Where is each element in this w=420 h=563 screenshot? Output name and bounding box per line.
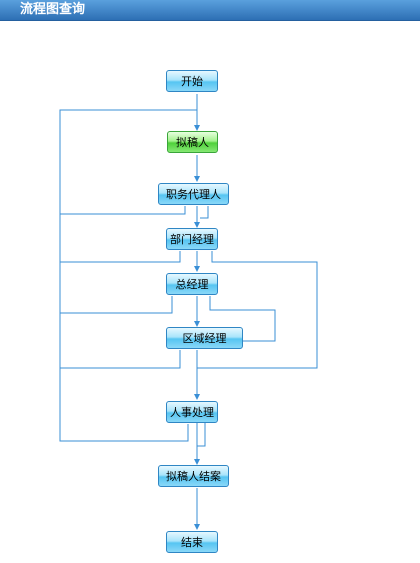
node-dept-manager[interactable]: 部门经理 bbox=[166, 228, 218, 250]
node-end-label: 结束 bbox=[181, 536, 203, 549]
edge-gm-left bbox=[60, 296, 173, 314]
node-start-label: 开始 bbox=[181, 75, 203, 88]
node-drafter-close-label: 拟稿人结案 bbox=[166, 470, 221, 483]
node-general-manager[interactable]: 总经理 bbox=[166, 273, 218, 295]
edge-region-left bbox=[60, 350, 181, 369]
node-general-manager-label: 总经理 bbox=[175, 278, 209, 291]
edge-dept-left bbox=[60, 251, 181, 263]
node-drafter-label: 拟稿人 bbox=[176, 136, 209, 149]
title-bar: 流程图查询 bbox=[0, 0, 420, 21]
node-dept-manager-label: 部门经理 bbox=[170, 233, 214, 246]
node-drafter-close[interactable]: 拟稿人结案 bbox=[158, 465, 229, 487]
page-title: 流程图查询 bbox=[20, 2, 86, 17]
node-drafter[interactable]: 拟稿人 bbox=[167, 131, 218, 153]
node-duty-agent-label: 职务代理人 bbox=[166, 188, 221, 201]
node-end[interactable]: 结束 bbox=[166, 531, 218, 553]
node-hr[interactable]: 人事处理 bbox=[166, 401, 218, 423]
edge-gm-right bbox=[209, 296, 276, 342]
node-region-manager[interactable]: 区域经理 bbox=[166, 327, 243, 349]
node-hr-label: 人事处理 bbox=[170, 406, 214, 419]
node-region-manager-label: 区域经理 bbox=[182, 332, 227, 345]
edge-dept-right bbox=[197, 251, 318, 369]
node-duty-agent[interactable]: 职务代理人 bbox=[158, 183, 229, 205]
edge-hr-right bbox=[197, 423, 206, 447]
edge-start-left-bus bbox=[59, 109, 197, 442]
node-start[interactable]: 开始 bbox=[166, 70, 218, 92]
edge-agent-left bbox=[60, 206, 186, 215]
edge-agent-right bbox=[200, 206, 209, 219]
